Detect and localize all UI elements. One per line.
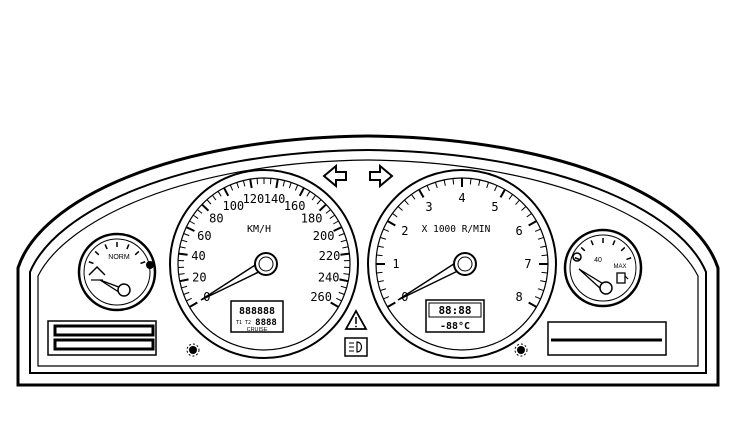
tachometer-scale-label: 6	[516, 224, 523, 238]
speedometer-scale-label: 80	[209, 211, 223, 225]
speedometer-scale-label: 120	[243, 192, 265, 206]
speedometer-scale-label: 200	[313, 229, 335, 243]
tachometer-tick	[542, 272, 548, 273]
tachometer-hub	[454, 253, 476, 275]
temperature-label: NORM	[108, 254, 130, 261]
tachometer: 012345678 X 1000 R/MIN 88:88 -88°C	[368, 170, 556, 358]
speedometer-tick	[276, 179, 277, 188]
fuel-label-max: MAX	[613, 264, 626, 270]
speedometer-scale-label: 220	[319, 249, 341, 263]
speedometer-scale-label: 260	[310, 290, 332, 304]
outside-temp-value: -88°C	[440, 321, 470, 332]
temperature-warning-icon	[146, 261, 154, 269]
speedometer-hub	[255, 253, 277, 275]
headlight-icon	[345, 338, 367, 356]
tachometer-scale-label: 5	[491, 200, 498, 214]
speedometer-tick	[340, 254, 349, 255]
speedometer-scale-label: 40	[191, 249, 205, 263]
fuel-gauge: 40 MAX	[565, 230, 641, 306]
tachometer-scale-label: 8	[516, 290, 523, 304]
tachometer-tick	[376, 255, 382, 256]
speedometer-scale-label: 20	[192, 270, 206, 284]
cruise-label: CRUISE	[247, 327, 268, 333]
tachometer-tick	[453, 178, 454, 184]
tachometer-tick	[470, 178, 471, 184]
speedometer-unit: KM/H	[247, 224, 271, 235]
odometer-value: 888888	[239, 306, 275, 317]
speedometer-tick	[250, 179, 251, 188]
tachometer-scale-label: 3	[425, 200, 432, 214]
speedometer-scale-label: 100	[222, 199, 244, 213]
speedometer-tick	[179, 254, 188, 255]
tachometer-tick	[376, 272, 382, 273]
warning-panel-left	[48, 321, 156, 355]
fuel-label-mid: 40	[594, 257, 602, 264]
warning-panel-right	[548, 322, 666, 355]
speedometer-scale-label: 240	[318, 270, 340, 284]
tachometer-scale-label: 4	[458, 191, 465, 205]
tachometer-scale-label: 7	[524, 257, 531, 271]
speedometer-scale-label: 180	[301, 211, 323, 225]
tachometer-scale-label: 1	[392, 257, 399, 271]
tachometer-tick	[542, 255, 548, 256]
speedometer: 020406080100120140160180200220240260 KM/…	[170, 170, 358, 358]
trip-prefix: T1 T2	[236, 320, 251, 326]
speedometer-scale-label: 140	[264, 192, 286, 206]
temperature-gauge: NORM	[79, 234, 155, 310]
clock-value: 88:88	[438, 304, 471, 317]
tachometer-scale-label: 2	[401, 224, 408, 238]
tachometer-unit: X 1000 R/MIN	[422, 224, 491, 235]
speedometer-scale-label: 60	[197, 229, 211, 243]
